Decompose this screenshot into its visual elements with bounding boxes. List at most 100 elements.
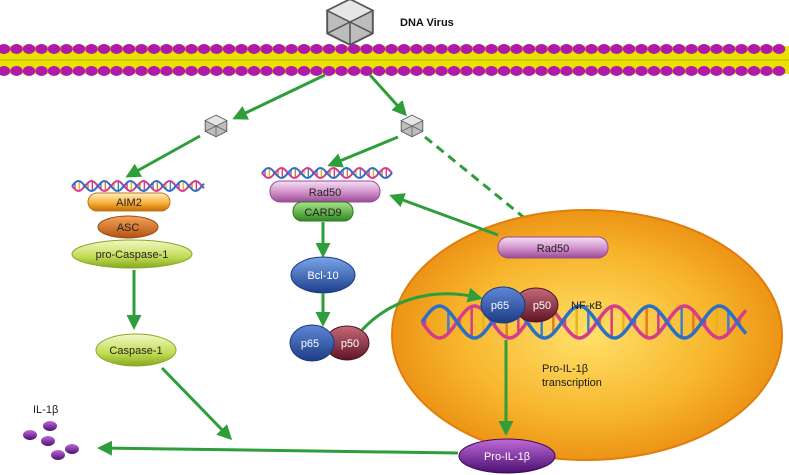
arrow-virus-to-nucleus: [424, 135, 551, 239]
membrane-head: [135, 66, 148, 76]
membrane-head: [722, 44, 736, 54]
membrane-head: [635, 44, 648, 54]
membrane-head: [372, 66, 386, 76]
card9-box: [292, 201, 354, 222]
membrane-head: [760, 66, 773, 76]
membrane-head: [747, 44, 761, 54]
membrane-head: [72, 44, 86, 54]
membrane-head: [685, 44, 698, 54]
membrane-head: [697, 66, 711, 76]
membrane-head: [672, 44, 686, 54]
membrane-head: [622, 44, 636, 54]
membrane-head: [635, 66, 648, 76]
membrane-head: [447, 66, 461, 76]
membrane-head: [72, 66, 86, 76]
p65-nucleus: [480, 286, 526, 324]
membrane-head: [285, 44, 298, 54]
membrane-head: [772, 66, 786, 76]
membrane-head: [0, 44, 11, 54]
membrane-head: [522, 44, 536, 54]
arrow-rad50-nucleus-to-rad50: [389, 193, 499, 237]
membrane-head: [385, 66, 398, 76]
p65-cyto-label: p65: [301, 338, 319, 350]
membrane-head: [660, 66, 673, 76]
membrane-head: [360, 44, 373, 54]
membrane-head: [772, 44, 786, 54]
il1b-label: IL-1β: [33, 404, 58, 416]
membrane-head: [697, 44, 711, 54]
pro-il1b-label: Pro-IL-1β: [484, 451, 530, 463]
membrane-head: [597, 44, 611, 54]
transcription-label-line2: transcription: [542, 377, 602, 389]
membrane-head: [285, 66, 298, 76]
membrane-head: [347, 44, 361, 54]
dna-virus-icon: [326, 0, 374, 46]
membrane-head: [222, 44, 236, 54]
membrane-head: [147, 66, 161, 76]
arrow-virus-to-rad50: [327, 135, 399, 168]
membrane-head: [647, 44, 661, 54]
pro-caspase-label: pro-Caspase-1: [96, 249, 169, 261]
p50-nucleus-label: p50: [533, 300, 551, 312]
membrane-head: [47, 44, 61, 54]
internal-virus-right-icon: [400, 114, 424, 138]
arrow-virus-to-aim2: [125, 134, 201, 178]
membrane-head: [735, 44, 748, 54]
caspase-label: Caspase-1: [109, 345, 162, 357]
membrane-head: [297, 66, 311, 76]
membrane-head: [97, 66, 111, 76]
membrane-head: [397, 66, 411, 76]
membrane-head: [547, 66, 561, 76]
membrane-head: [60, 66, 73, 76]
arrow-entry-right: [368, 73, 408, 117]
membrane-head: [510, 44, 523, 54]
membrane-head: [485, 66, 498, 76]
membrane-head: [535, 44, 548, 54]
membrane-head: [272, 44, 286, 54]
membrane-head: [297, 44, 311, 54]
membrane-head: [422, 66, 436, 76]
membrane-head: [360, 66, 373, 76]
membrane-head: [410, 44, 423, 54]
membrane-head: [10, 44, 23, 54]
membrane-head: [460, 44, 473, 54]
membrane-head: [185, 66, 198, 76]
membrane-head: [185, 44, 198, 54]
arrow-entry-left: [232, 73, 326, 120]
membrane-head: [597, 66, 611, 76]
membrane-head: [110, 44, 123, 54]
cell-membrane: [0, 44, 789, 76]
aim2-box: [87, 192, 171, 212]
membrane-head: [310, 66, 323, 76]
membrane-head: [435, 44, 448, 54]
membrane-head: [110, 66, 123, 76]
membrane-head: [47, 66, 61, 76]
internal-virus-left-icon: [204, 114, 228, 138]
membrane-head: [547, 44, 561, 54]
membrane-head: [397, 44, 411, 54]
membrane-head: [572, 66, 586, 76]
il1b-molecule: [65, 444, 79, 454]
membrane-head: [735, 66, 748, 76]
membrane-head: [685, 66, 698, 76]
arrow-nfkb-to-nucleus: [360, 287, 483, 332]
rad50-label: Rad50: [309, 187, 341, 199]
aim2-label: AIM2: [116, 197, 142, 209]
membrane-head: [272, 66, 286, 76]
membrane-head: [172, 66, 186, 76]
membrane-head: [210, 66, 223, 76]
dna-virus-label: DNA Virus: [400, 17, 454, 29]
membrane-head: [585, 44, 598, 54]
rad50-nucleus-box: [497, 236, 609, 259]
membrane-head: [85, 44, 98, 54]
arrow-caspase-to-junction: [160, 366, 233, 441]
p65-nucleus-label: p65: [491, 300, 509, 312]
membrane-head: [560, 66, 573, 76]
membrane-head: [122, 66, 136, 76]
membrane-head: [147, 44, 161, 54]
transcription-label-line1: Pro-IL-1β: [542, 363, 588, 375]
membrane-head: [322, 66, 336, 76]
membrane-head: [560, 44, 573, 54]
